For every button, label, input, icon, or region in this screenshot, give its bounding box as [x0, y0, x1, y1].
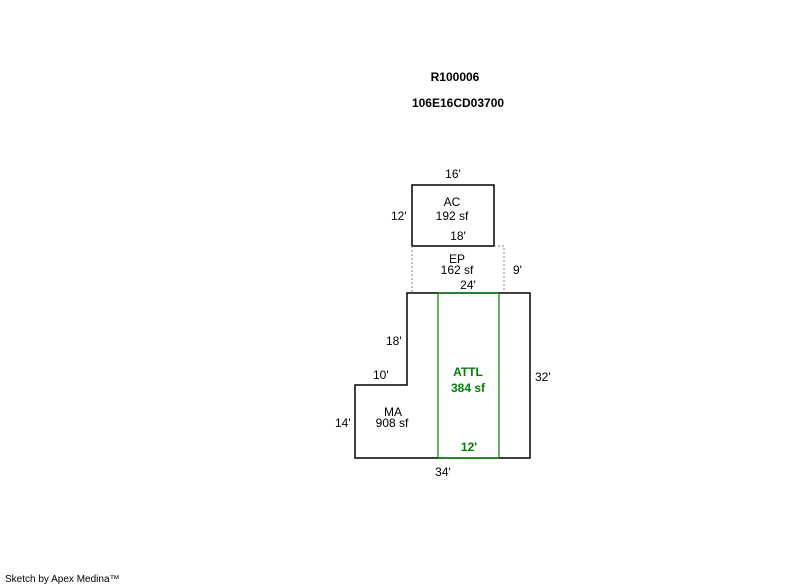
ma-top-dimension: 24': [460, 278, 476, 292]
ep-label: EP: [448, 252, 466, 266]
parcel-id: R100006: [430, 70, 480, 84]
ma-area: 908 sf: [375, 416, 409, 430]
attl-width-dimension: 12': [460, 440, 478, 454]
ac-area: 192 sf: [435, 209, 469, 223]
ma-outline: [354, 292, 531, 459]
ma-step-dimension: 10': [373, 368, 389, 382]
ac-top-dimension: 16': [445, 167, 461, 181]
ma-label: MA: [384, 405, 402, 419]
ac-left-dimension: 12': [391, 209, 407, 223]
attl-area: 384 sf: [450, 381, 486, 395]
ep-outline-right: [494, 245, 505, 293]
ac-outline: [411, 184, 495, 247]
ma-upper-left-dimension: 18': [386, 334, 402, 348]
sketch-credit: Sketch by Apex Medina™: [5, 574, 120, 585]
attl-label: ATTL: [453, 365, 483, 379]
map-id: 106E16CD03700: [411, 96, 505, 110]
ma-lower-left-dimension: 14': [335, 416, 351, 430]
ma-bottom-dimension: 34': [435, 465, 451, 479]
ep-area: 162 sf: [440, 263, 474, 277]
ep-top-dimension: 18': [450, 229, 466, 243]
ma-right-dimension: 32': [535, 370, 551, 384]
ac-label: AC: [443, 195, 461, 209]
ep-right-dimension: 9': [513, 263, 522, 277]
